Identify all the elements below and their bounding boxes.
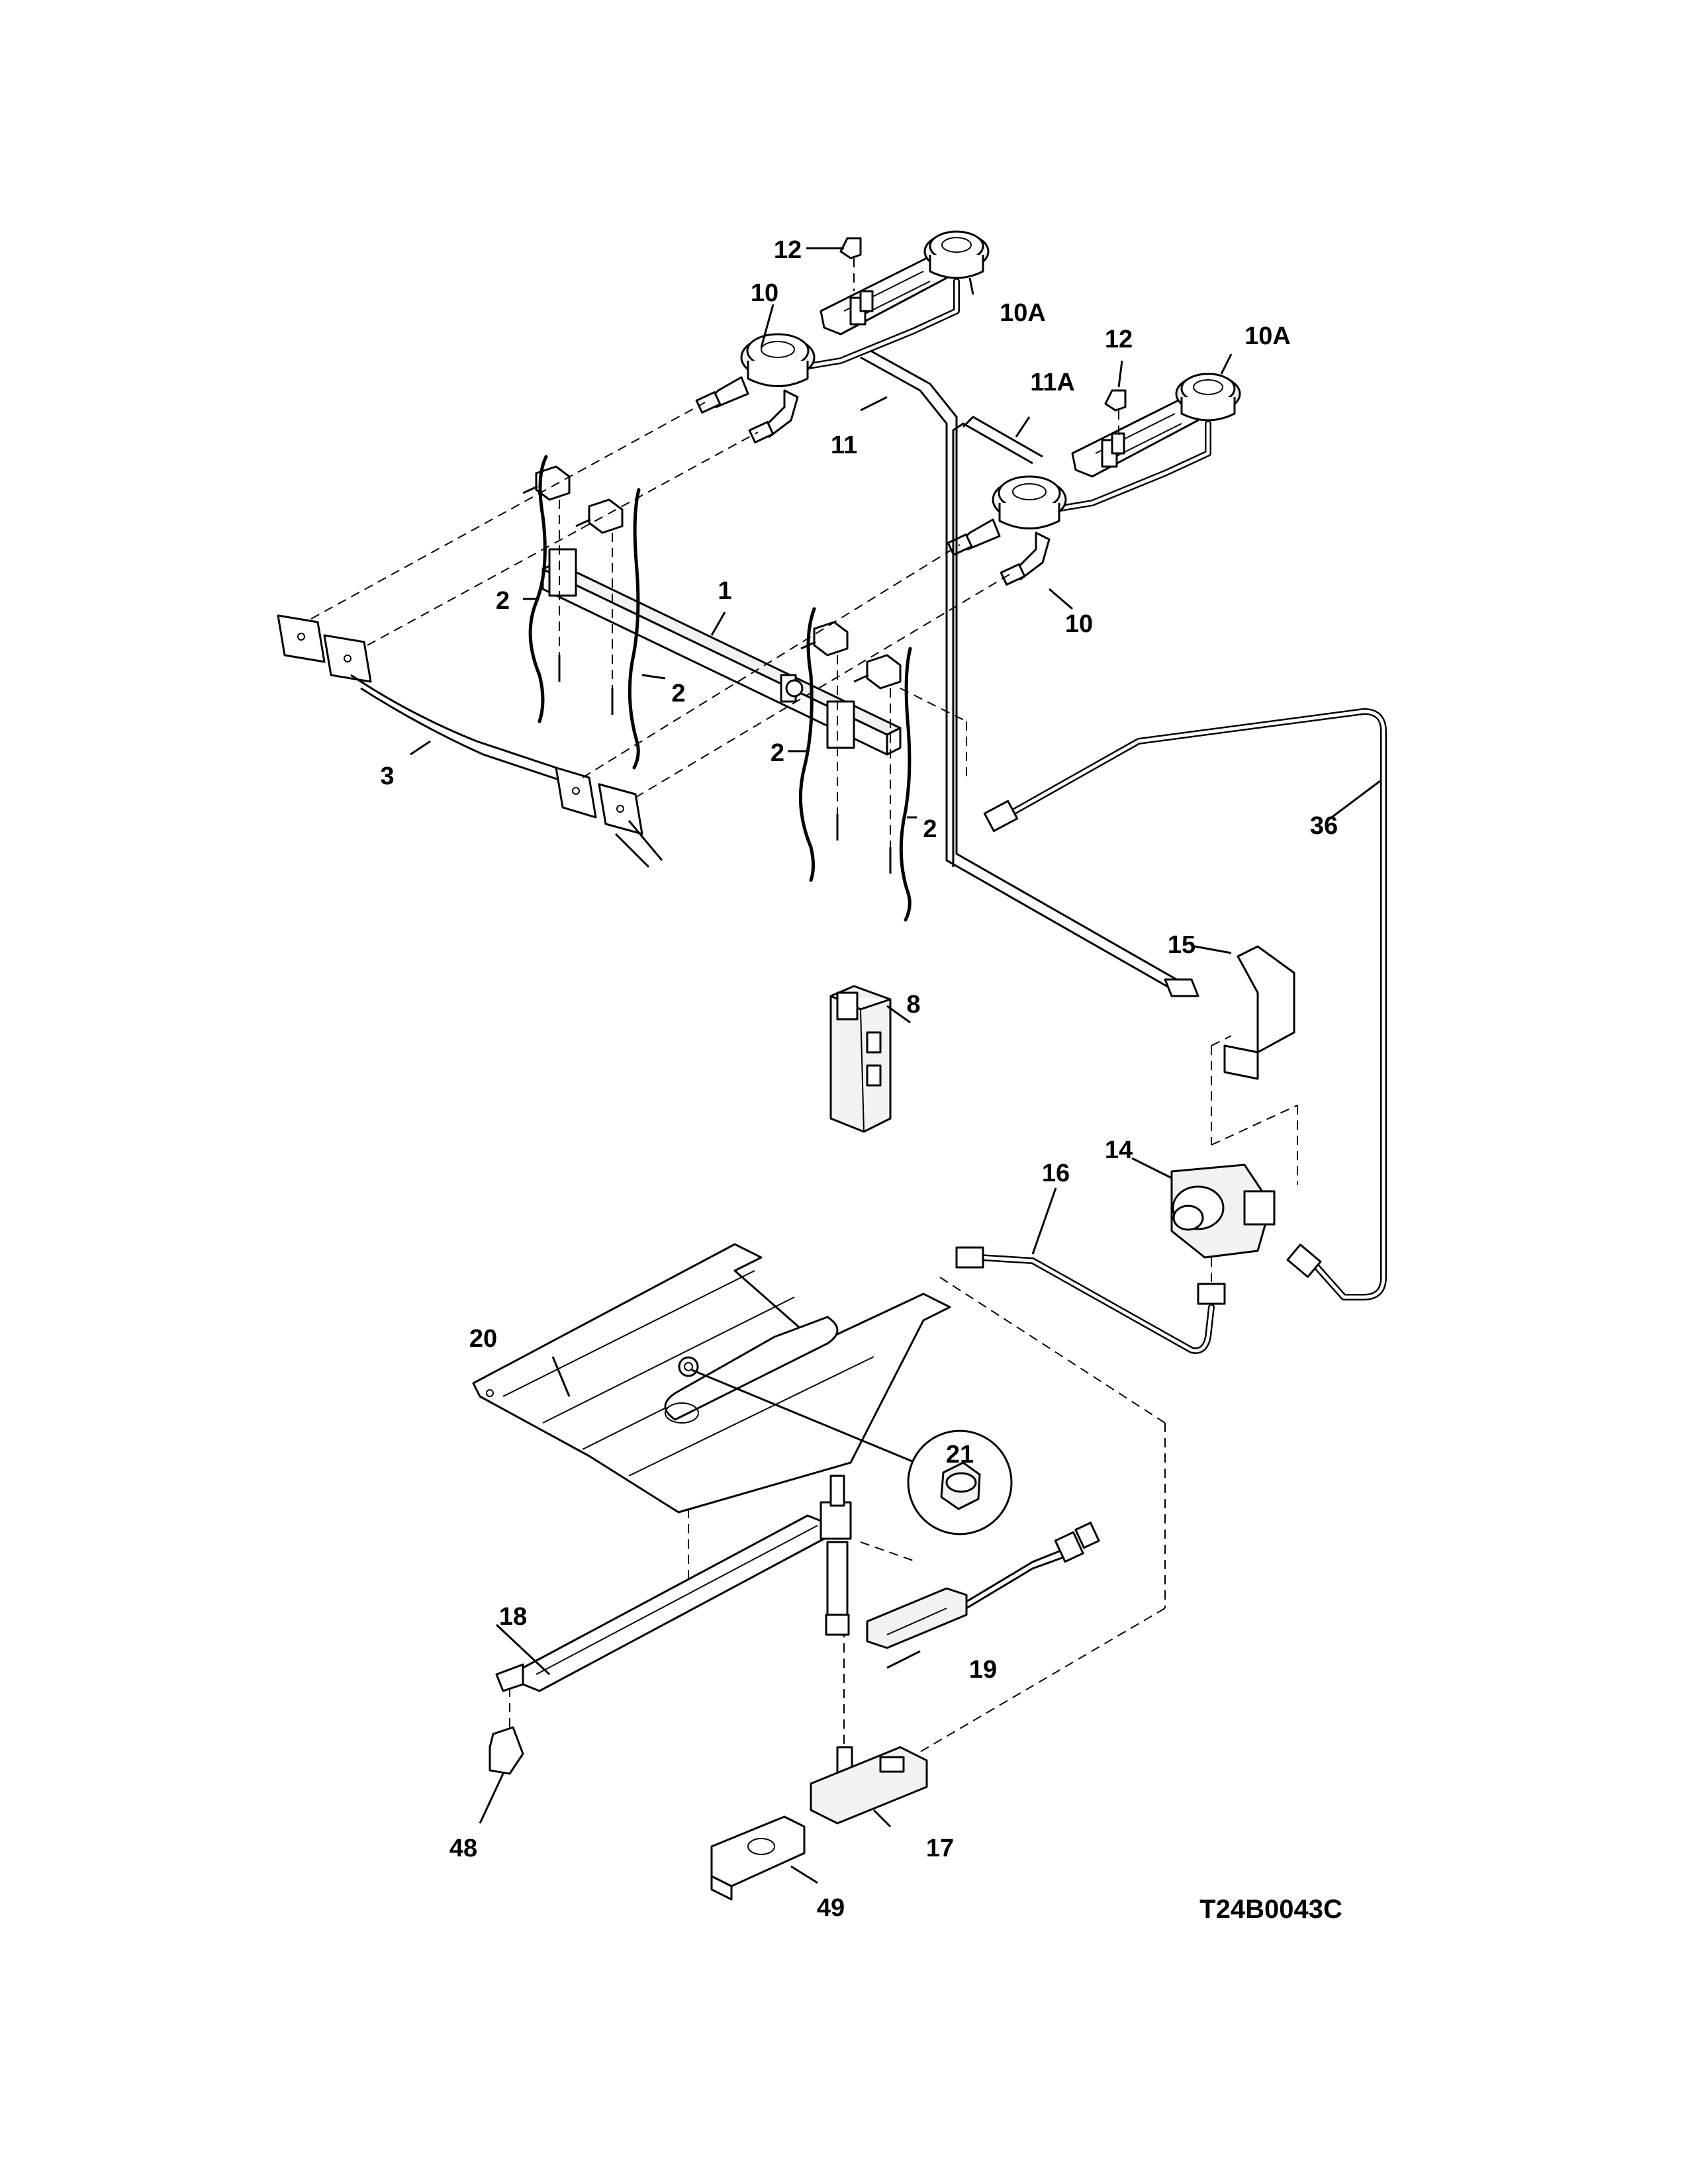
callout-49: 49 <box>817 1894 845 1922</box>
gas-tube-36 <box>983 708 1387 1300</box>
alignment-lines-upper <box>310 402 1010 798</box>
callout-10A-left: 10A <box>1000 299 1046 327</box>
callout-8: 8 <box>906 991 920 1019</box>
gas-tubes-11-11A <box>860 349 1199 997</box>
burner-valves <box>522 455 912 922</box>
callout-2b: 2 <box>671 680 685 707</box>
bracket-49 <box>710 1815 806 1901</box>
callout-12-left: 12 <box>774 236 802 264</box>
bracket-48 <box>489 1726 524 1775</box>
callout-labels: 1 2 2 2 2 3 8 10 10 10A 10A 11 11A 12 12… <box>380 236 1342 1924</box>
callout-1: 1 <box>718 577 731 605</box>
callout-20: 20 <box>469 1325 497 1353</box>
callout-11A: 11A <box>1030 369 1075 396</box>
callout-12-right: 12 <box>1105 326 1133 353</box>
gas-tube-16 <box>955 1246 1215 1354</box>
pressure-regulator <box>1170 1163 1276 1305</box>
callout-2d: 2 <box>923 815 937 843</box>
alignment-lines-lower <box>509 1277 1166 1754</box>
callout-17: 17 <box>926 1835 954 1862</box>
burner-assembly-left <box>695 230 990 443</box>
callout-36: 36 <box>1310 812 1338 840</box>
callout-10A-right: 10A <box>1244 322 1291 350</box>
oven-burner <box>495 1475 852 1692</box>
leader-lines <box>410 247 1381 1884</box>
nut-detail <box>691 1369 1013 1535</box>
callout-2a: 2 <box>496 587 510 615</box>
callout-18: 18 <box>499 1603 527 1631</box>
burner-bracket <box>277 614 663 868</box>
callout-48: 48 <box>449 1835 477 1862</box>
callout-16: 16 <box>1042 1160 1070 1187</box>
burner-assembly-right <box>947 373 1241 586</box>
oven-valve <box>810 1746 928 1825</box>
igniter <box>866 1522 1100 1649</box>
callout-14: 14 <box>1105 1136 1133 1164</box>
bracket-15 <box>1211 945 1298 1185</box>
callout-11: 11 <box>831 432 857 459</box>
callout-10-right: 10 <box>1065 610 1093 638</box>
callout-15: 15 <box>1168 931 1196 959</box>
callout-3: 3 <box>380 762 394 790</box>
diagram-code: T24B0043C <box>1199 1895 1342 1924</box>
callout-10-left: 10 <box>751 279 778 307</box>
callout-19: 19 <box>969 1656 997 1684</box>
callout-21: 21 <box>946 1441 974 1469</box>
spark-module <box>829 985 892 1133</box>
callout-2c: 2 <box>771 739 784 767</box>
